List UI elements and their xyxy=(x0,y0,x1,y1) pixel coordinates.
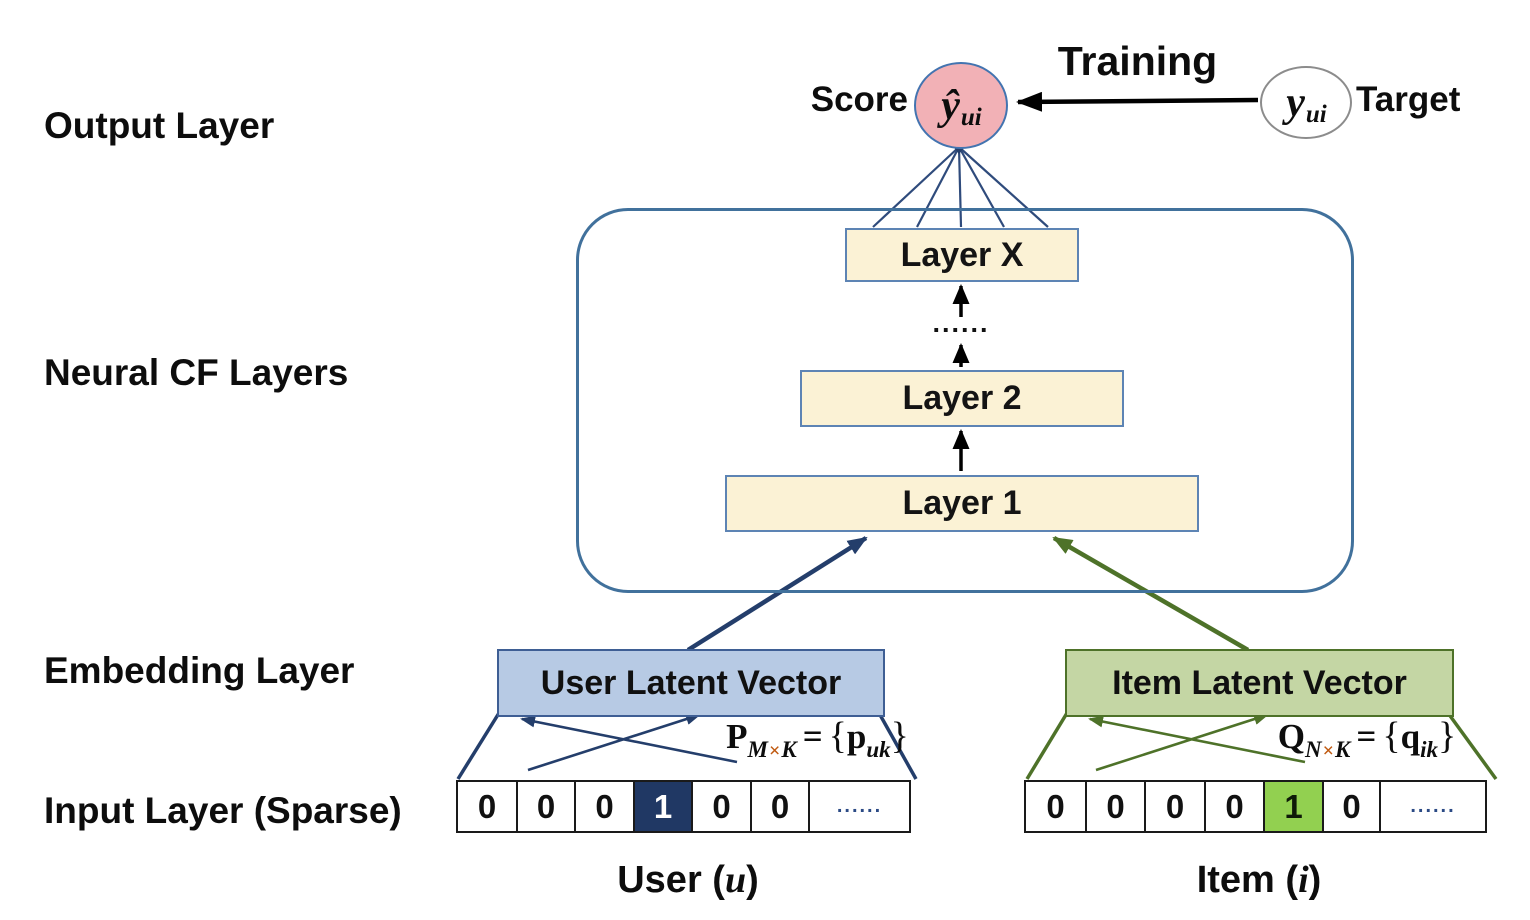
item-variable: i xyxy=(1298,859,1309,901)
item-latent-vector-box: Item Latent Vector xyxy=(1065,649,1454,717)
user-lookup-arrows xyxy=(520,713,738,772)
item-input-vector: 0 0 0 0 1 0 ...... xyxy=(1024,780,1487,833)
input-layer-label: Input Layer (Sparse) xyxy=(44,790,402,831)
input-cell: 0 xyxy=(515,780,577,833)
input-cell: 0 xyxy=(1321,780,1382,833)
item-embed-arrow xyxy=(1052,536,1250,652)
embedding-layer-label: Embedding Layer xyxy=(44,650,355,691)
training-label: Training xyxy=(1057,38,1218,84)
input-cell: 0 xyxy=(1084,780,1147,833)
target-symbol: y xyxy=(1286,79,1305,126)
input-cell: 0 xyxy=(1144,780,1206,833)
item-lookup-arrows xyxy=(1088,713,1306,772)
item-vector-symbol: q xyxy=(1400,717,1421,756)
input-cell: 0 xyxy=(691,780,752,833)
target-label: Target xyxy=(1356,80,1461,119)
score-symbol: ŷ xyxy=(941,82,960,129)
user-matrix-symbol: P xyxy=(726,717,748,756)
item-embedding-formula: QN×K={qik} xyxy=(1277,715,1457,762)
user-latent-vector-box: User Latent Vector xyxy=(497,649,885,717)
user-trapezoid xyxy=(456,712,918,780)
user-input-vector: 0 0 0 1 0 0 ...... xyxy=(456,780,911,833)
input-cell: 0 xyxy=(1203,780,1266,833)
neural-cf-layers-label: Neural CF Layers xyxy=(44,352,349,393)
item-hot-cell: 1 xyxy=(1263,780,1324,833)
input-ellipsis-cell: ...... xyxy=(1379,780,1487,833)
user-vector-symbol: p xyxy=(846,717,867,756)
user-hot-cell: 1 xyxy=(632,780,694,833)
training-arrow xyxy=(1016,91,1259,112)
item-trapezoid xyxy=(1025,711,1498,781)
target-subscript: ui xyxy=(1305,101,1327,128)
neural-cf-container xyxy=(576,208,1354,593)
input-cell: 0 xyxy=(456,780,518,833)
user-caption: User (u) xyxy=(617,859,759,901)
item-caption: Item (i) xyxy=(1196,859,1322,901)
user-variable: u xyxy=(724,859,747,901)
hidden-layers-ellipsis: ...... xyxy=(932,308,990,338)
input-cell: 0 xyxy=(749,780,811,833)
layer-1-box: Layer 1 xyxy=(725,475,1199,532)
input-ellipsis-cell: ...... xyxy=(808,780,911,833)
times-symbol: × xyxy=(1322,740,1335,762)
score-label: Score xyxy=(810,80,908,119)
input-cell: 0 xyxy=(574,780,635,833)
times-symbol: × xyxy=(768,740,781,762)
user-embed-arrow xyxy=(686,536,868,652)
output-layer-label: Output Layer xyxy=(44,105,275,146)
score-subscript: ui xyxy=(960,104,982,131)
item-matrix-symbol: Q xyxy=(1277,717,1306,756)
input-cell: 0 xyxy=(1024,780,1087,833)
user-embedding-formula: PM×K={puk} xyxy=(726,715,909,762)
layer-2-box: Layer 2 xyxy=(800,370,1124,427)
layer-x-box: Layer X xyxy=(845,228,1079,282)
